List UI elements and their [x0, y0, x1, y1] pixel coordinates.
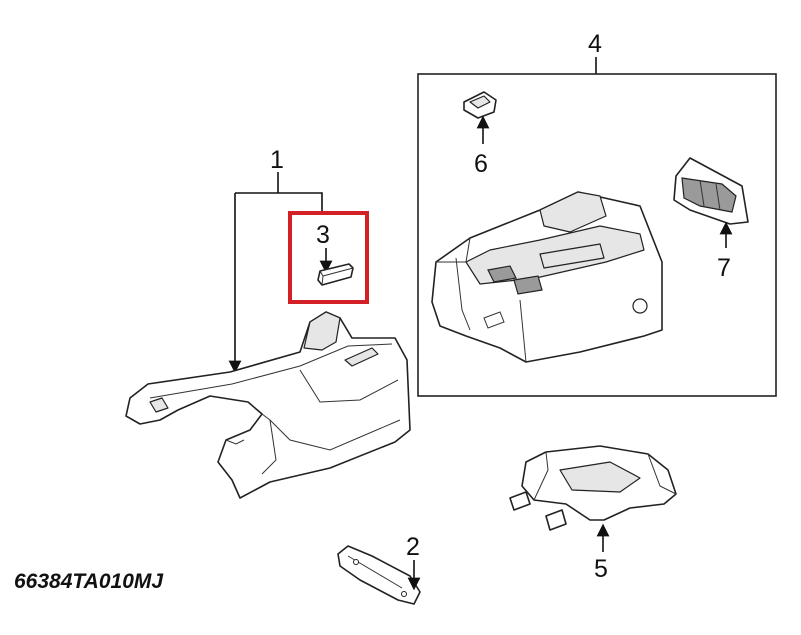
callout-5: 5	[594, 555, 608, 583]
clip-part-3	[317, 263, 354, 286]
callout-4: 4	[588, 30, 602, 58]
highlight-box	[288, 211, 369, 304]
callout-1: 1	[270, 146, 284, 174]
callout-7: 7	[717, 254, 731, 282]
bracket-part-2	[337, 545, 421, 605]
callout-2: 2	[406, 533, 420, 561]
callout-1-leader	[228, 172, 323, 374]
bracket-part-5	[509, 445, 677, 531]
lower-console-part-1	[125, 311, 411, 499]
callout-3: 3	[316, 221, 330, 249]
knob-part-6	[463, 91, 497, 119]
callout-6: 6	[474, 150, 488, 178]
assembly-box	[417, 73, 777, 397]
console-body-part-4	[431, 191, 663, 363]
part-number: 66384TA010MJ	[14, 570, 164, 593]
cup-holder-part-7	[673, 157, 749, 225]
